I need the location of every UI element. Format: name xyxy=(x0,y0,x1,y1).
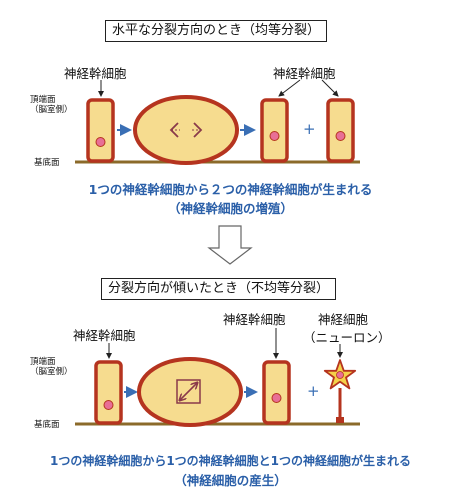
stem-cell-2 xyxy=(94,360,123,425)
pointer-arrow-right-1b xyxy=(321,79,339,97)
section1-label-left: 神経幹細胞 xyxy=(64,66,127,81)
dividing-cell-2 xyxy=(137,357,243,427)
section2-title: 分裂方向が傾いたとき（不均等分裂） xyxy=(101,278,337,300)
apical-label: 頂端面 xyxy=(30,95,56,105)
section1-title: 水平な分裂方向のとき（均等分裂） xyxy=(105,20,328,42)
section2-label-neuron: 神経細胞 xyxy=(318,312,369,327)
stem-cell-1 xyxy=(86,98,115,163)
section1-plus: + xyxy=(303,120,316,138)
nucleus-icon xyxy=(269,131,280,141)
section2-apical-label: 頂端面 （脳室側） xyxy=(30,357,73,377)
nucleus-icon xyxy=(95,137,106,147)
section2-caption-line1: 1つの神経幹細胞から1つの神経幹細胞と1つの神経細胞が生まれる xyxy=(49,454,412,468)
dividing-cell-1 xyxy=(133,95,239,165)
nucleus-icon xyxy=(336,371,344,379)
section2-label-neuron-sub: （ニューロン） xyxy=(303,330,391,345)
section2-label-stem: 神経幹細胞 xyxy=(223,312,286,327)
daughter-stem-cell-2 xyxy=(262,360,291,425)
nucleus-icon xyxy=(271,393,282,403)
nucleus-icon xyxy=(335,131,346,141)
section1-caption-line1: 1つの神経幹細胞から２つの神経幹細胞が生まれる xyxy=(88,182,373,197)
section2-label-left: 神経幹細胞 xyxy=(73,328,136,343)
pointer-arrow-right-1a xyxy=(278,79,301,97)
section2-caption-line2: （神経細胞の産生） xyxy=(174,473,287,488)
section1-basal-label: 基底面 xyxy=(34,158,60,168)
nucleus-icon xyxy=(103,400,114,410)
section1-apical-label: 頂端面 （脳室側） xyxy=(30,95,73,115)
apical-side-label: （脳室側） xyxy=(30,105,73,115)
daughter-stem-cell-1b xyxy=(326,98,355,163)
apical-label: 頂端面 xyxy=(30,357,56,367)
section2-plus: + xyxy=(307,382,320,400)
section1-caption-line2: （神経幹細胞の増殖） xyxy=(167,201,293,216)
daughter-stem-cell-1a xyxy=(260,98,289,163)
section2-basal-label: 基底面 xyxy=(34,420,60,430)
section1-label-right: 神経幹細胞 xyxy=(273,66,336,81)
apical-side-label: （脳室側） xyxy=(30,367,73,377)
neuron-cell xyxy=(323,359,357,423)
transition-down-arrow xyxy=(207,225,253,265)
